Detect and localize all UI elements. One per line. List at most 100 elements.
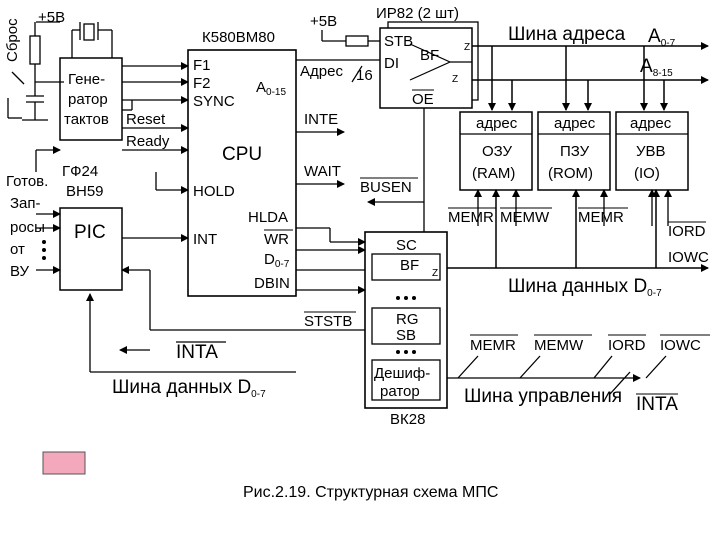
vk28-sc: SC (396, 237, 417, 254)
io-code: (IO) (634, 165, 660, 182)
latch-power (321, 30, 380, 47)
latch-buffer-triangle (409, 43, 472, 81)
clock-generator-line1: Гене- (68, 71, 105, 88)
right-data-bus-label: Шина данных D0-7 (508, 276, 662, 299)
ram-name: ОЗУ (482, 143, 513, 160)
busen-wire (367, 108, 425, 232)
io-block: адрес УВВ (IO) (615, 111, 689, 191)
control-bus-iord: IORD (608, 337, 646, 354)
cpu-pin-wr: WR (264, 231, 289, 248)
input-ot: от (10, 241, 25, 258)
rom-name: ПЗУ (560, 143, 590, 160)
ram-block: адрес ОЗУ (RAM) (459, 111, 533, 191)
latch-oe: OE (412, 91, 434, 108)
rom-code: (ROM) (548, 165, 593, 182)
cpu-chip-name: К580ВМ80 (202, 29, 275, 46)
io-name: УВВ (636, 143, 666, 160)
figure-caption: Рис.2.19. Структурная схема МПС (243, 484, 498, 501)
chip-vn59: ВН59 (66, 183, 104, 200)
inta-left-label: INTA (176, 342, 218, 363)
input-rosy: росы (10, 219, 45, 236)
reset-label: Сброс (4, 18, 21, 62)
vk28-dots-1 (396, 296, 416, 300)
vk28-chip: ВК28 (390, 411, 425, 428)
latch-stb: STB (384, 33, 413, 50)
cpu-right-wires (296, 59, 380, 294)
cpu-pin-data: D0-7 (264, 251, 290, 270)
cpu-pin-inte: INTE (304, 111, 338, 128)
control-bus-iowc: IOWC (660, 337, 701, 354)
latch-z2: Z (452, 74, 458, 85)
signal-memr-2: MEMR (578, 209, 624, 226)
plus5v-left: +5В (38, 9, 65, 26)
reset-circuit (7, 21, 64, 121)
vk28-dots-2 (396, 350, 416, 354)
color-swatch (42, 451, 86, 475)
vk28-rg: RG (396, 311, 419, 328)
cpu-pin-wait: WAIT (304, 163, 341, 180)
vk28-sb: SB (396, 327, 416, 344)
cpu-pin-sync: SYNC (193, 93, 235, 110)
pic-label: PIC (74, 222, 106, 243)
pic-wires (121, 172, 365, 331)
control-bus-memr: MEMR (470, 337, 516, 354)
left-data-bus (86, 293, 296, 373)
signal-memr-1: MEMR (448, 209, 494, 226)
busen-label: BUSEN (360, 179, 412, 196)
right-data-bus (447, 189, 709, 272)
vk28-decoder-1: Дешиф- (374, 365, 430, 382)
latch-z1: Z (464, 42, 470, 53)
chip-gf24: ГФ24 (62, 163, 98, 180)
rom-addr: адрес (554, 115, 596, 132)
cpu-pin-int: INT (193, 231, 217, 248)
cpu-addr-bits: 16 (356, 67, 373, 84)
input-gotov: Готов. (6, 173, 48, 190)
rom-block: адрес ПЗУ (ROM) (537, 111, 611, 191)
input-vu: ВУ (10, 263, 30, 280)
address-bus-label: Шина адреса (508, 24, 626, 45)
cpu-addr-label: Адрес (300, 63, 343, 80)
ststb-label: STSTB (304, 313, 352, 330)
io-addr: адрес (630, 115, 672, 132)
cpu-block (187, 49, 297, 297)
address-bus-a07: A0-7 (648, 26, 676, 49)
vk28-decoder-2: ратор (380, 383, 420, 400)
vk28-z: Z (432, 268, 438, 279)
vk28-block (364, 231, 448, 409)
signal-iord: IORD (668, 223, 706, 240)
clock-ready-label: Ready (126, 133, 170, 150)
input-wires (36, 210, 61, 274)
signal-iowc: IOWC (668, 249, 709, 266)
latch-block (379, 27, 473, 109)
cpu-pin-addr: A0-15 (256, 79, 286, 98)
plus5v-mid: +5В (310, 13, 337, 30)
cpu-pin-f2: F2 (193, 75, 211, 92)
vk28-bf: BF (400, 257, 419, 274)
ram-code: (RAM) (472, 165, 515, 182)
pic-block (59, 207, 123, 291)
control-bus-memw: MEMW (534, 337, 584, 354)
crystal-icon (71, 22, 113, 58)
cpu-pin-f1: F1 (193, 57, 211, 74)
control-overbars (448, 207, 706, 223)
cpu-title: CPU (222, 144, 262, 165)
clock-generator-line3: тактов (64, 111, 109, 128)
clock-generator-block (59, 57, 123, 141)
control-bus-label: Шина управления (464, 386, 622, 407)
clock-reset-label: Reset (126, 111, 166, 128)
address-bus-lines (472, 42, 709, 111)
clock-generator-line2: ратор (68, 91, 108, 108)
cpu-pin-hold: HOLD (193, 183, 235, 200)
input-za: Зап- (10, 195, 41, 212)
left-data-bus-label: Шина данных D0-7 (112, 377, 266, 400)
address-bus-a815: A8-15 (640, 56, 673, 79)
cpu-pin-dbin: DBIN (254, 275, 290, 292)
control-bus-lines (447, 355, 667, 395)
latch-chip-name: ИР82 (2 шт) (376, 5, 459, 22)
clock-wires (35, 62, 189, 172)
latch-di: DI (384, 55, 399, 72)
cpu-pin-hlda: HLDA (248, 209, 288, 226)
signal-memw-1: MEMW (500, 209, 550, 226)
ram-addr: адрес (476, 115, 518, 132)
